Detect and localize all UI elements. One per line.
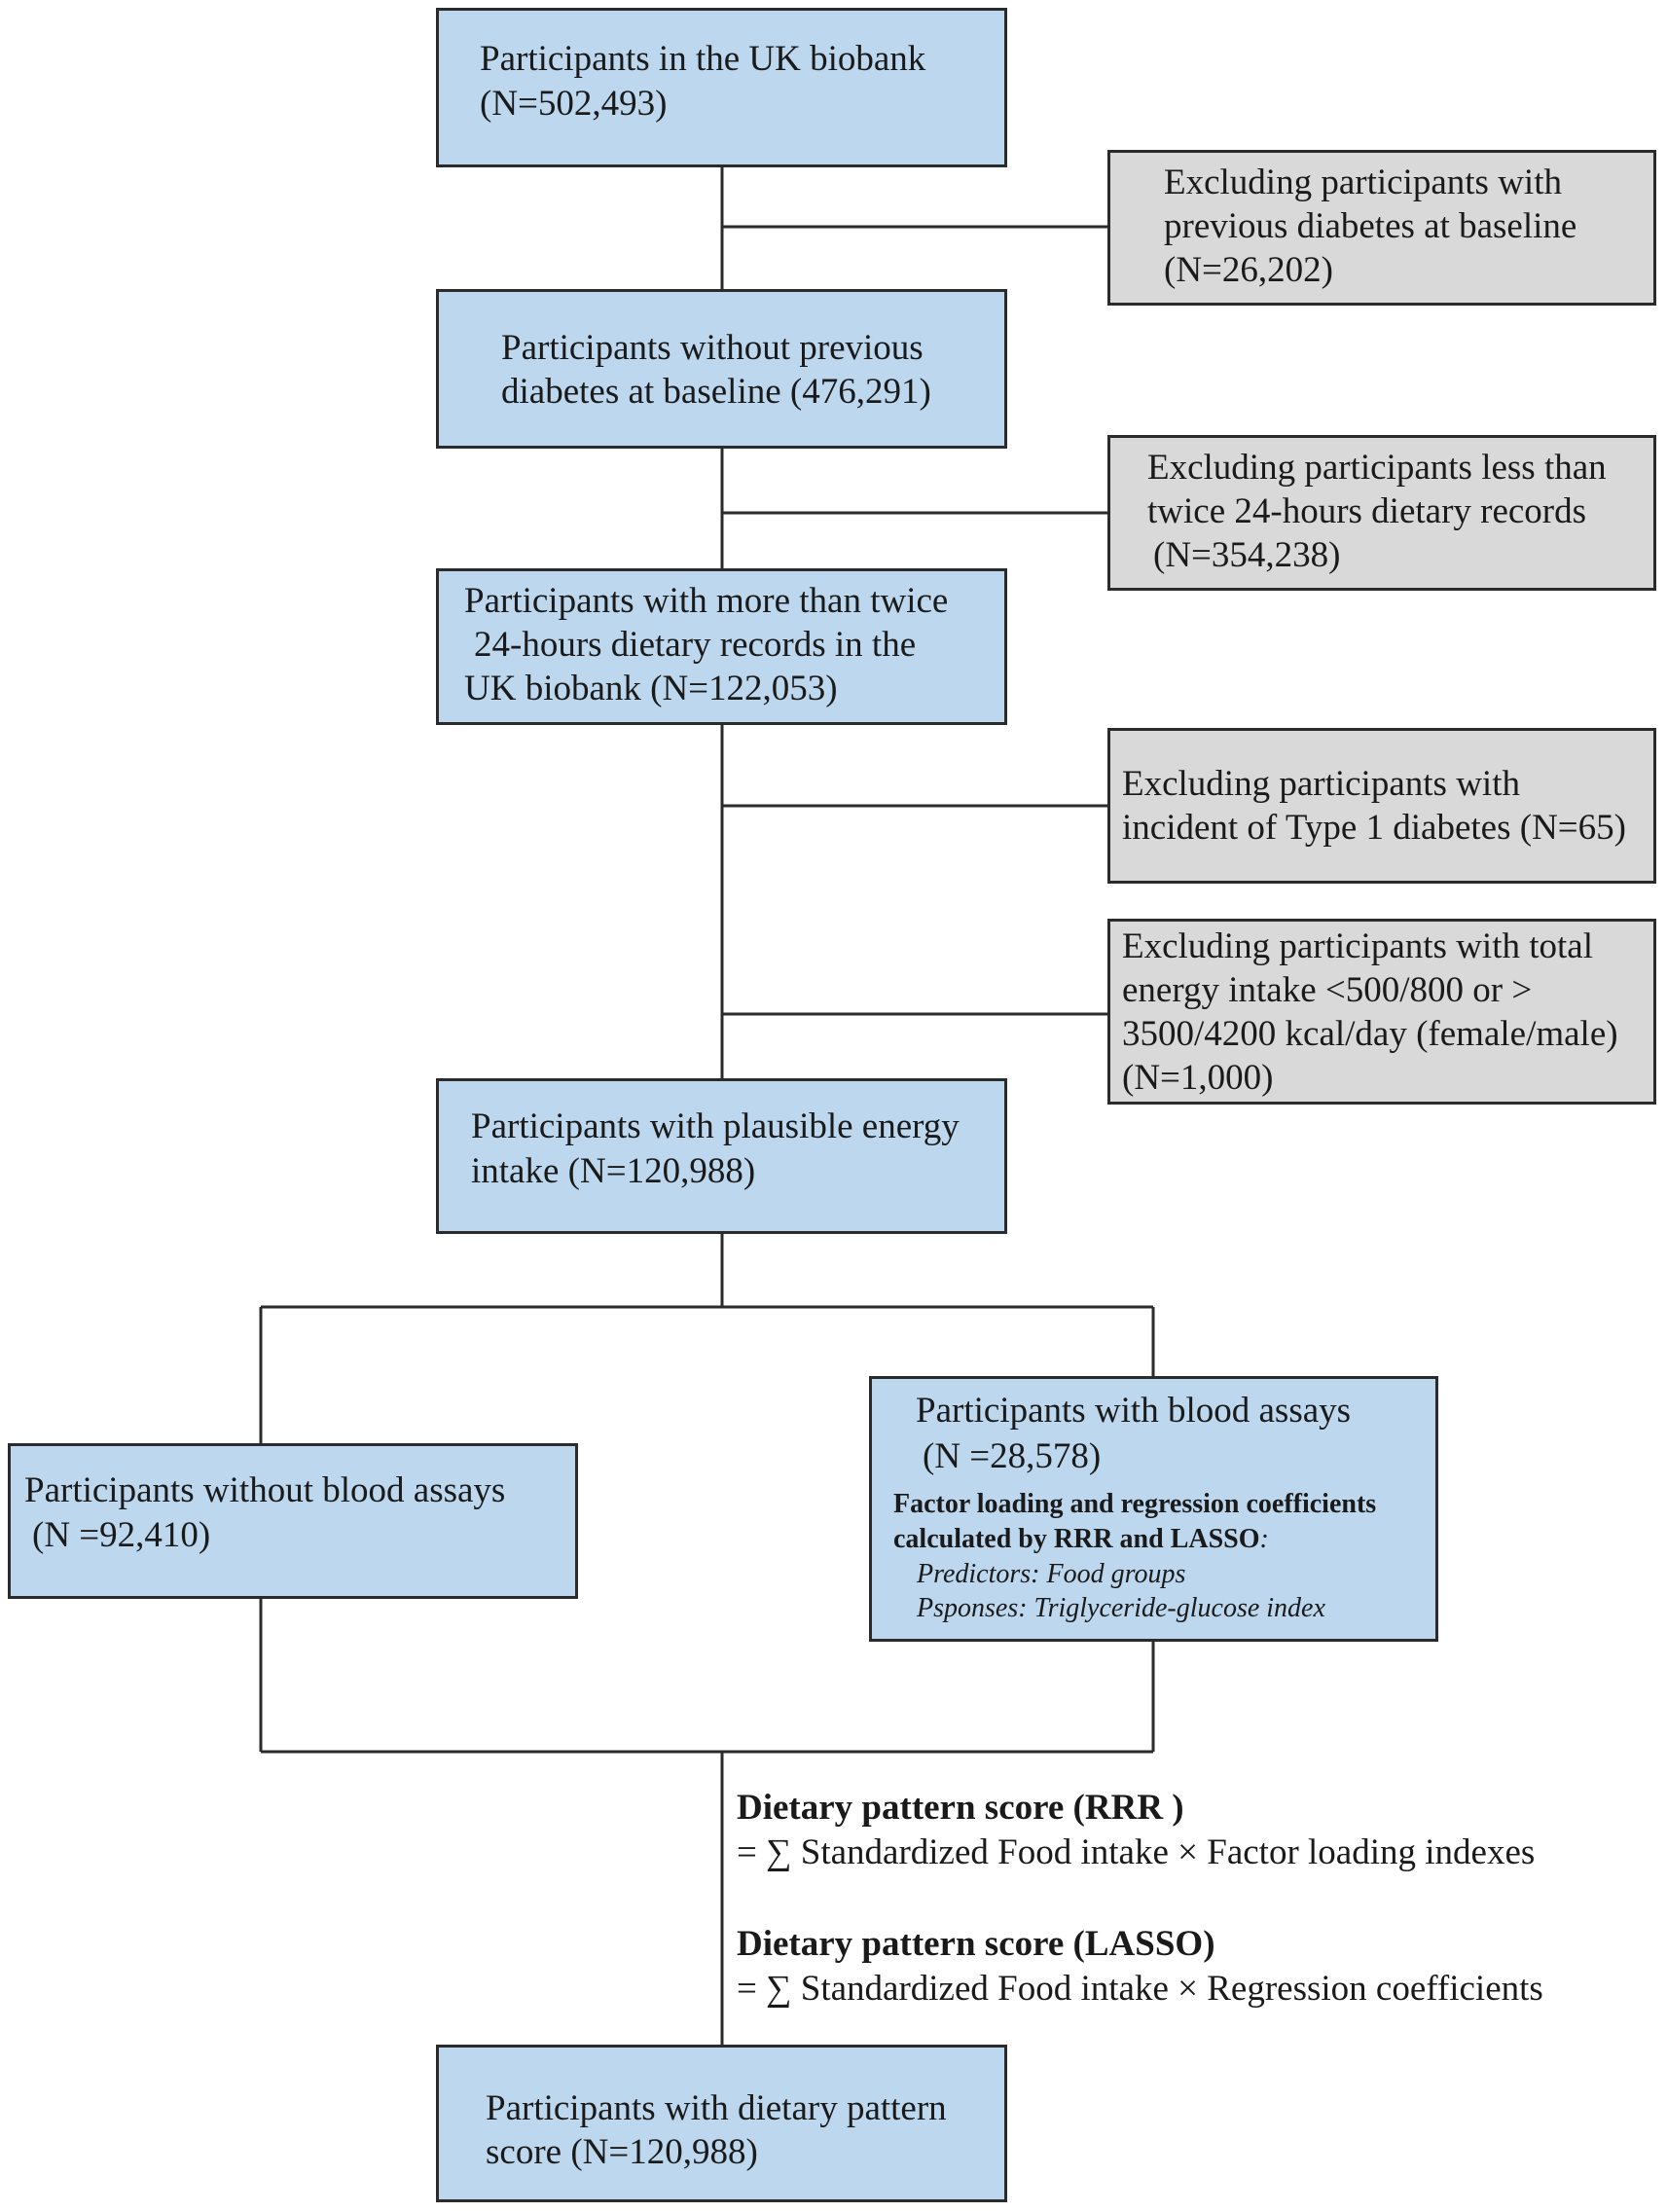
plausible-energy-line2: intake (N=120,988) [471, 1151, 756, 1191]
with-blood-method-colon: : [1259, 1524, 1269, 1554]
excl-records-line1: Excluding participants less than [1147, 448, 1607, 488]
with-blood-line2: (N =28,578) [923, 1436, 1102, 1476]
uk-biobank-line1: Participants in the UK biobank [480, 39, 926, 79]
excl-type1-line2: incident of Type 1 diabetes (N=65) [1122, 808, 1626, 848]
excl-energy-line3: 3500/4200 kcal/day (female/male) [1122, 1014, 1618, 1054]
with-records-line3: UK biobank (N=122,053) [464, 669, 838, 708]
box-excl-energy: Excluding participants with total energy… [1107, 919, 1656, 1105]
box-with-blood-assays: Participants with blood assays (N =28,57… [869, 1376, 1438, 1642]
plausible-energy-line1: Participants with plausible energy [471, 1106, 960, 1146]
with-blood-method-line2: calculated by RRR and LASSO: [893, 1522, 1269, 1557]
with-blood-responses: Psponses: Triglyceride-glucose index [917, 1593, 1325, 1623]
with-blood-line1: Participants with blood assays [916, 1391, 1352, 1431]
no-blood-line1: Participants without blood assays [24, 1470, 506, 1510]
final-line1: Participants with dietary pattern [486, 2088, 947, 2128]
excl-diabetes-line3: (N=26,202) [1164, 250, 1333, 290]
excl-records-line3: (N=354,238) [1153, 535, 1341, 575]
box-no-blood-assays: Participants without blood assays (N =92… [8, 1443, 578, 1599]
box-no-diabetes: Participants without previous diabetes a… [436, 289, 1007, 449]
box-with-records: Participants with more than twice 24-hou… [436, 568, 1007, 725]
with-blood-method-text: calculated by RRR and LASSO [893, 1524, 1260, 1554]
box-excl-type1: Excluding participants with incident of … [1107, 728, 1656, 884]
excl-energy-line4: (N=1,000) [1122, 1058, 1274, 1098]
with-blood-method-line1: Factor loading and regression coefficien… [893, 1489, 1377, 1519]
no-diabetes-line1: Participants without previous [501, 328, 924, 368]
with-records-line2: 24-hours dietary records in the [474, 625, 917, 665]
excl-energy-line2: energy intake <500/800 or > [1122, 970, 1533, 1010]
no-diabetes-line2: diabetes at baseline (476,291) [501, 372, 931, 412]
lasso-score-formula: = ∑ Standardized Food intake × Regressio… [737, 1969, 1543, 2009]
with-blood-predictors: Predictors: Food groups [917, 1559, 1186, 1589]
box-excl-diabetes: Excluding participants with previous dia… [1107, 150, 1656, 306]
box-excl-records: Excluding participants less than twice 2… [1107, 435, 1656, 591]
uk-biobank-line2: (N=502,493) [480, 84, 668, 124]
no-blood-line2: (N =92,410) [32, 1515, 211, 1555]
excl-diabetes-line2: previous diabetes at baseline [1164, 206, 1577, 246]
excl-type1-line1: Excluding participants with [1122, 764, 1520, 804]
excl-records-line2: twice 24-hours dietary records [1147, 491, 1587, 531]
with-records-line1: Participants with more than twice [464, 581, 949, 621]
box-uk-biobank: Participants in the UK biobank (N=502,49… [436, 8, 1007, 167]
rrr-score-formula: = ∑ Standardized Food intake × Factor lo… [737, 1832, 1536, 1872]
rrr-score-title: Dietary pattern score (RRR ) [737, 1788, 1184, 1828]
excl-energy-line1: Excluding participants with total [1122, 926, 1593, 966]
box-dietary-pattern-score: Participants with dietary pattern score … [436, 2045, 1007, 2202]
lasso-score-title: Dietary pattern score (LASSO) [737, 1924, 1215, 1964]
excl-diabetes-line1: Excluding participants with [1164, 163, 1562, 202]
final-line2: score (N=120,988) [486, 2132, 758, 2172]
box-plausible-energy: Participants with plausible energy intak… [436, 1078, 1007, 1234]
